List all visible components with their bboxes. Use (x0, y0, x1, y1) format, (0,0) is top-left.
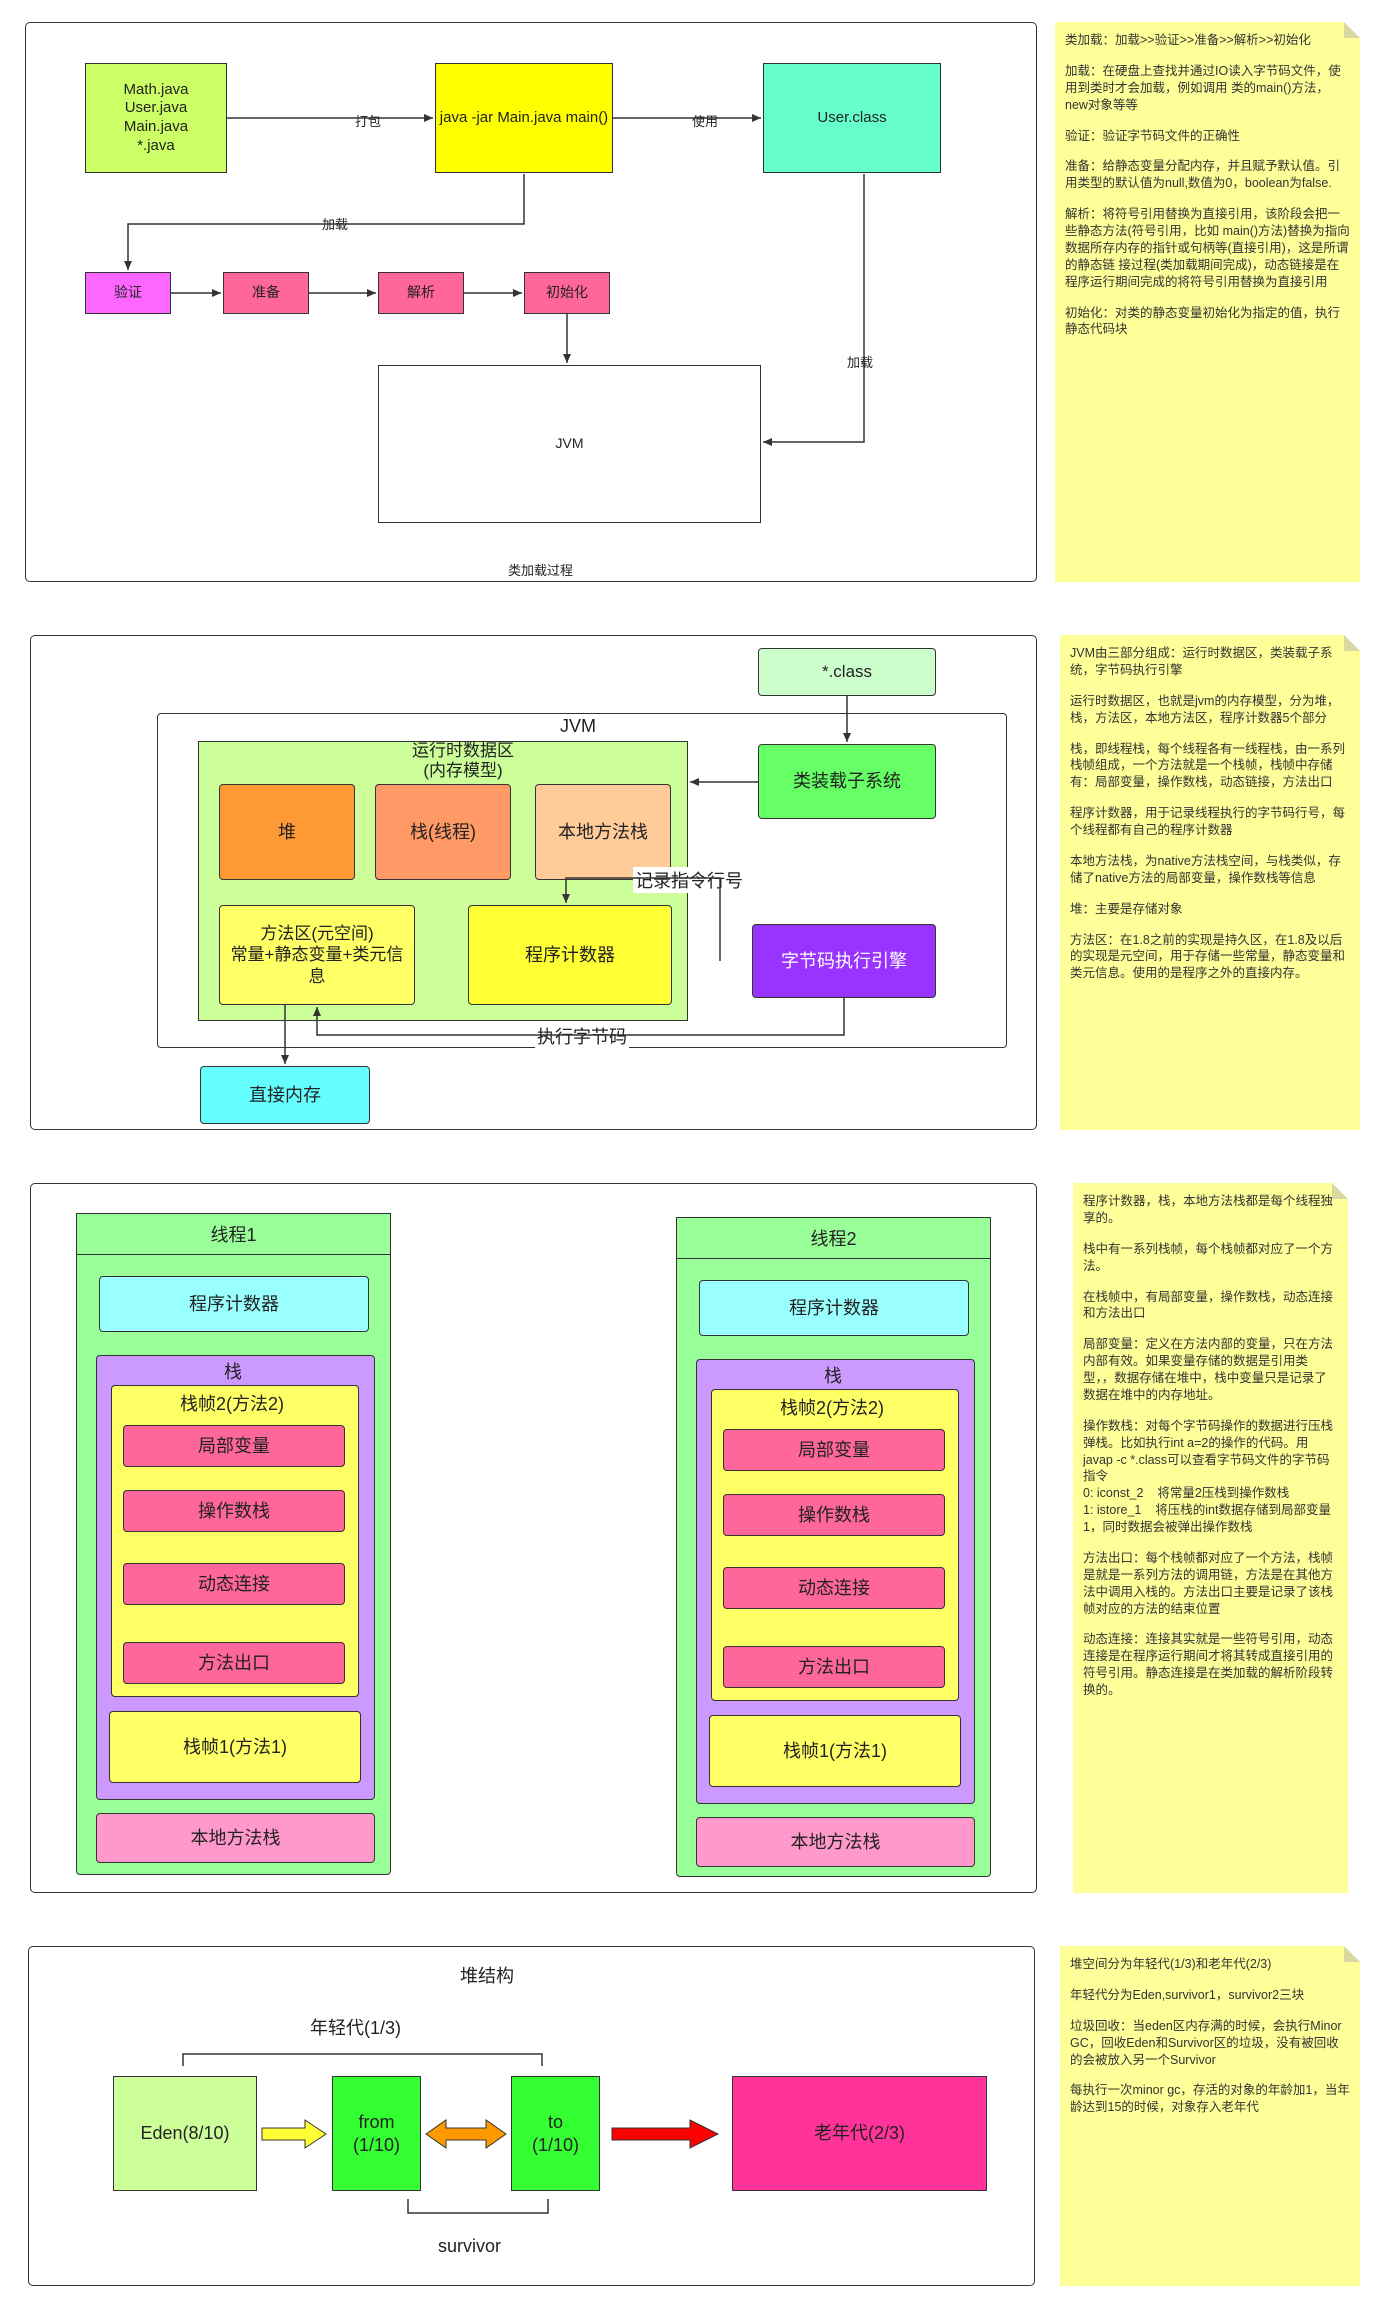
old-generation-box[interactable]: 老年代(2/3) (732, 2076, 987, 2191)
note-paragraph: 年轻代分为Eden,survivor1，survivor2三块 (1070, 1987, 1305, 2002)
panel1-caption: 类加载过程 (508, 563, 574, 578)
note-fold-icon (1332, 1183, 1348, 1199)
note-paragraph: 程序计数器，栈，本地方法栈都是每个线程独享的。 (1083, 1194, 1334, 1225)
note-paragraph: 程序计数器，用于记录线程执行的字节码行号，每个线程都有自己的程序计数器 (1070, 806, 1346, 837)
note-fold-icon (1344, 1946, 1360, 1962)
edge-label-use: 使用 (690, 111, 721, 130)
note-fold-icon (1344, 635, 1360, 651)
record-line-label: 记录指令行号 (633, 867, 745, 893)
method-area-box[interactable]: 方法区(元空间) 常量+静态变量+类元信息 (219, 905, 415, 1005)
java-sources-box[interactable]: Math.java User.java Main.java *.java (85, 63, 227, 173)
class-file-box[interactable]: *.class (758, 648, 936, 696)
user-class-box[interactable]: User.class (763, 63, 941, 173)
edge-label-pack: 打包 (353, 111, 384, 130)
thread-2-pc-box[interactable]: 程序计数器 (699, 1280, 969, 1336)
heap-box[interactable]: 堆 (219, 784, 355, 880)
thread-2-frame-2-title: 栈帧2(方法2) (780, 1398, 885, 1418)
thread-1-native-stack[interactable]: 本地方法栈 (96, 1813, 375, 1863)
from-survivor-box[interactable]: from (1/10) (332, 2076, 421, 2191)
thread-2-dynamic-link[interactable]: 动态连接 (723, 1567, 945, 1609)
heap-structure-title: 堆结构 (460, 1966, 514, 1986)
note-paragraph: JVM由三部分组成：运行时数据区，类装载子系统，字节码执行引擎 (1070, 646, 1333, 677)
thread-2-frame-1[interactable]: 栈帧1(方法1) (709, 1715, 961, 1787)
runtime-data-area-title: 运行时数据区 (内存模型) (412, 741, 514, 781)
note-paragraph: 栈中有一系列栈帧，每个栈帧都对应了一个方法。 (1083, 1241, 1334, 1273)
classloader-box[interactable]: 类装载子系统 (758, 744, 936, 819)
java-run-main-box[interactable]: java -jar Main.java main() (435, 63, 613, 173)
exec-bytecode-label: 执行字节码 (535, 1023, 629, 1049)
note-paragraph: 验证：验证字节码文件的正确性 (1065, 128, 1241, 143)
note-class-loading: 类加载：加载>>验证>>准备>>解析>>初始化 加载：在硬盘上查找并通过IO读入… (1055, 22, 1360, 582)
thread-stack-box[interactable]: 栈(线程) (375, 784, 511, 880)
survivor-label: survivor (438, 2236, 502, 2256)
note-paragraph: 每执行一次minor gc，存活的对象的年龄加1，当年龄达到15的时候，对象存入… (1070, 2083, 1350, 2115)
note-paragraph: 堆空间分为年轻代(1/3)和老年代(2/3) (1070, 1957, 1272, 1971)
note-paragraph: 方法出口：每个栈帧都对应了一个方法，栈帧是就是一系列方法的调用链，方法是在其他方… (1083, 1550, 1334, 1616)
step-prepare-box[interactable]: 准备 (223, 272, 309, 314)
thread-2-native-stack[interactable]: 本地方法栈 (696, 1817, 975, 1867)
thread-1-local-vars[interactable]: 局部变量 (123, 1425, 345, 1467)
note-paragraph: 方法区：在1.8之前的实现是持久区，在1.8及以后的实现是元空间，用于存储一些常… (1070, 932, 1346, 981)
thread-2-method-exit[interactable]: 方法出口 (723, 1646, 945, 1688)
note-heap-structure: 堆空间分为年轻代(1/3)和老年代(2/3) 年轻代分为Eden,survivo… (1060, 1946, 1360, 2286)
note-paragraph: 堆：主要是存储对象 (1070, 901, 1183, 916)
thread-1-title[interactable]: 线程1 (76, 1213, 391, 1255)
edge-label-load-1: 加载 (320, 214, 351, 233)
note-paragraph: 类加载：加载>>验证>>准备>>解析>>初始化 (1065, 33, 1311, 47)
thread-1-method-exit[interactable]: 方法出口 (123, 1642, 345, 1684)
thread-1-operand-stack[interactable]: 操作数栈 (123, 1490, 345, 1532)
eden-box[interactable]: Eden(8/10) (113, 2076, 257, 2191)
to-survivor-box[interactable]: to (1/10) (511, 2076, 600, 2191)
young-generation-label: 年轻代(1/3) (310, 2018, 402, 2038)
bytecode-engine-box[interactable]: 字节码执行引擎 (752, 924, 936, 998)
direct-memory-box[interactable]: 直接内存 (200, 1066, 370, 1124)
thread-1-frame-2-title: 栈帧2(方法2) (180, 1394, 285, 1414)
thread-2-stack-title: 栈 (824, 1366, 842, 1386)
step-verify-box[interactable]: 验证 (85, 272, 171, 314)
jvm-title: JVM (560, 716, 596, 736)
note-paragraph: 准备：给静态变量分配内存，并且赋予默认值。引用类型的默认值为null,数值为0，… (1065, 159, 1341, 191)
note-paragraph: 动态连接：连接其实就是一些符号引用，动态连接是在程序运行期间才将其转成直接引用的… (1083, 1632, 1334, 1697)
note-paragraph: 操作数栈：对每个字节码操作的数据进行压栈弹栈。比如执行int a=2的操作的代码… (1083, 1418, 1334, 1534)
note-paragraph: 加载：在硬盘上查找并通过IO读入字节码文件，使用到类时才会加载，例如调用 类的m… (1065, 63, 1341, 112)
thread-2-title[interactable]: 线程2 (676, 1217, 991, 1259)
program-counter-box[interactable]: 程序计数器 (468, 905, 672, 1005)
note-paragraph: 局部变量：定义在方法内部的变量，只在方法内部有效。如果变量存储的数据是引用类型，… (1083, 1337, 1334, 1402)
step-init-box[interactable]: 初始化 (524, 272, 610, 314)
native-method-stack-box[interactable]: 本地方法栈 (535, 784, 671, 880)
thread-1-pc-box[interactable]: 程序计数器 (99, 1276, 369, 1332)
note-paragraph: 垃圾回收：当eden区内存满的时候，会执行Minor GC，回收Eden和Sur… (1070, 2018, 1346, 2067)
note-paragraph: 本地方法栈，为native方法栈空间，与栈类似，存储了native方法的局部变量… (1070, 853, 1341, 885)
jvm-box[interactable]: JVM (378, 365, 761, 523)
note-fold-icon (1344, 22, 1360, 38)
thread-1-frame-1[interactable]: 栈帧1(方法1) (109, 1711, 361, 1783)
note-paragraph: 栈，即线程栈，每个线程各有一线程栈，由一系列栈帧组成，一个方法就是一个栈帧，栈帧… (1070, 741, 1346, 790)
note-paragraph: 初始化：对类的静态变量初始化为指定的值，执行静态代码块 (1065, 305, 1341, 337)
note-paragraph: 解析：将符号引用替换为直接引用，该阶段会把一些静态方法(符号引用，比如 main… (1065, 207, 1350, 289)
edge-label-load-2: 加载 (845, 352, 876, 371)
note-paragraph: 在栈帧中，有局部变量，操作数栈，动态连接和方法出口 (1083, 1289, 1334, 1321)
note-paragraph: 运行时数据区，也就是jvm的内存模型，分为堆，栈，方法区，本地方法区，程序计数器… (1070, 693, 1340, 725)
note-jvm-structure: JVM由三部分组成：运行时数据区，类装载子系统，字节码执行引擎 运行时数据区，也… (1060, 635, 1360, 1130)
step-resolve-box[interactable]: 解析 (378, 272, 464, 314)
note-thread-stack: 程序计数器，栈，本地方法栈都是每个线程独享的。 栈中有一系列栈帧，每个栈帧都对应… (1073, 1183, 1348, 1893)
thread-1-dynamic-link[interactable]: 动态连接 (123, 1563, 345, 1605)
thread-2-operand-stack[interactable]: 操作数栈 (723, 1494, 945, 1536)
thread-2-local-vars[interactable]: 局部变量 (723, 1429, 945, 1471)
thread-1-stack-title: 栈 (224, 1362, 242, 1382)
